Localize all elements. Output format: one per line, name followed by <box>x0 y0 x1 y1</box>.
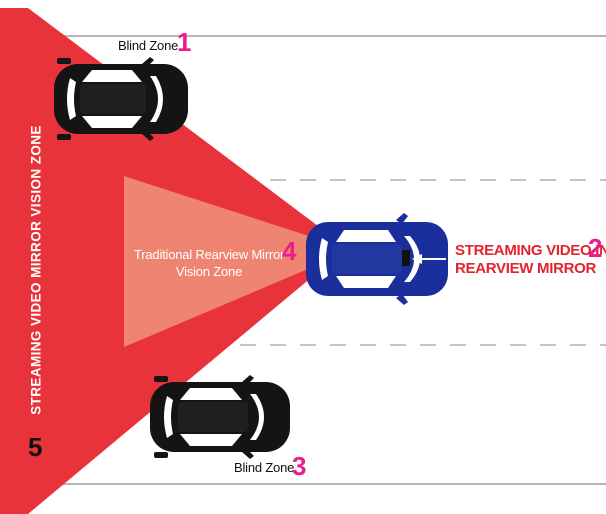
streaming-video-label-line1: STREAMING VIDEO IN <box>455 242 606 259</box>
blind-zone-car-top <box>54 57 188 141</box>
traditional-mirror-label-line1: Traditional Rearview Mirror <box>134 247 285 262</box>
rearview-mirror-screen <box>402 250 410 266</box>
traditional-mirror-label-line2: Vision Zone <box>175 264 243 279</box>
blind-zone-top-label: Blind Zone <box>118 38 179 53</box>
streaming-video-label-line2: REARVIEW MIRROR <box>455 260 597 277</box>
blind-zone-car-bottom <box>150 375 290 459</box>
blind-zone-top-number: 1 <box>177 27 192 57</box>
traditional-mirror-vision-zone <box>124 176 315 347</box>
blind-zone-bottom-number: 3 <box>292 451 307 481</box>
streaming-video-number: 2 <box>588 233 603 263</box>
ego-car-blue <box>306 213 448 305</box>
blind-zone-bottom-label: Blind Zone <box>234 460 295 475</box>
streaming-zone-number: 5 <box>28 432 43 462</box>
mirror-pointer-arrowhead <box>412 254 422 264</box>
traditional-mirror-label: Traditional Rearview Mirror Vision Zone <box>134 246 284 280</box>
streaming-zone-vertical-label: STREAMING VIDEO MIRROR VISION ZONE <box>28 125 44 415</box>
traditional-mirror-number: 4 <box>282 236 297 266</box>
